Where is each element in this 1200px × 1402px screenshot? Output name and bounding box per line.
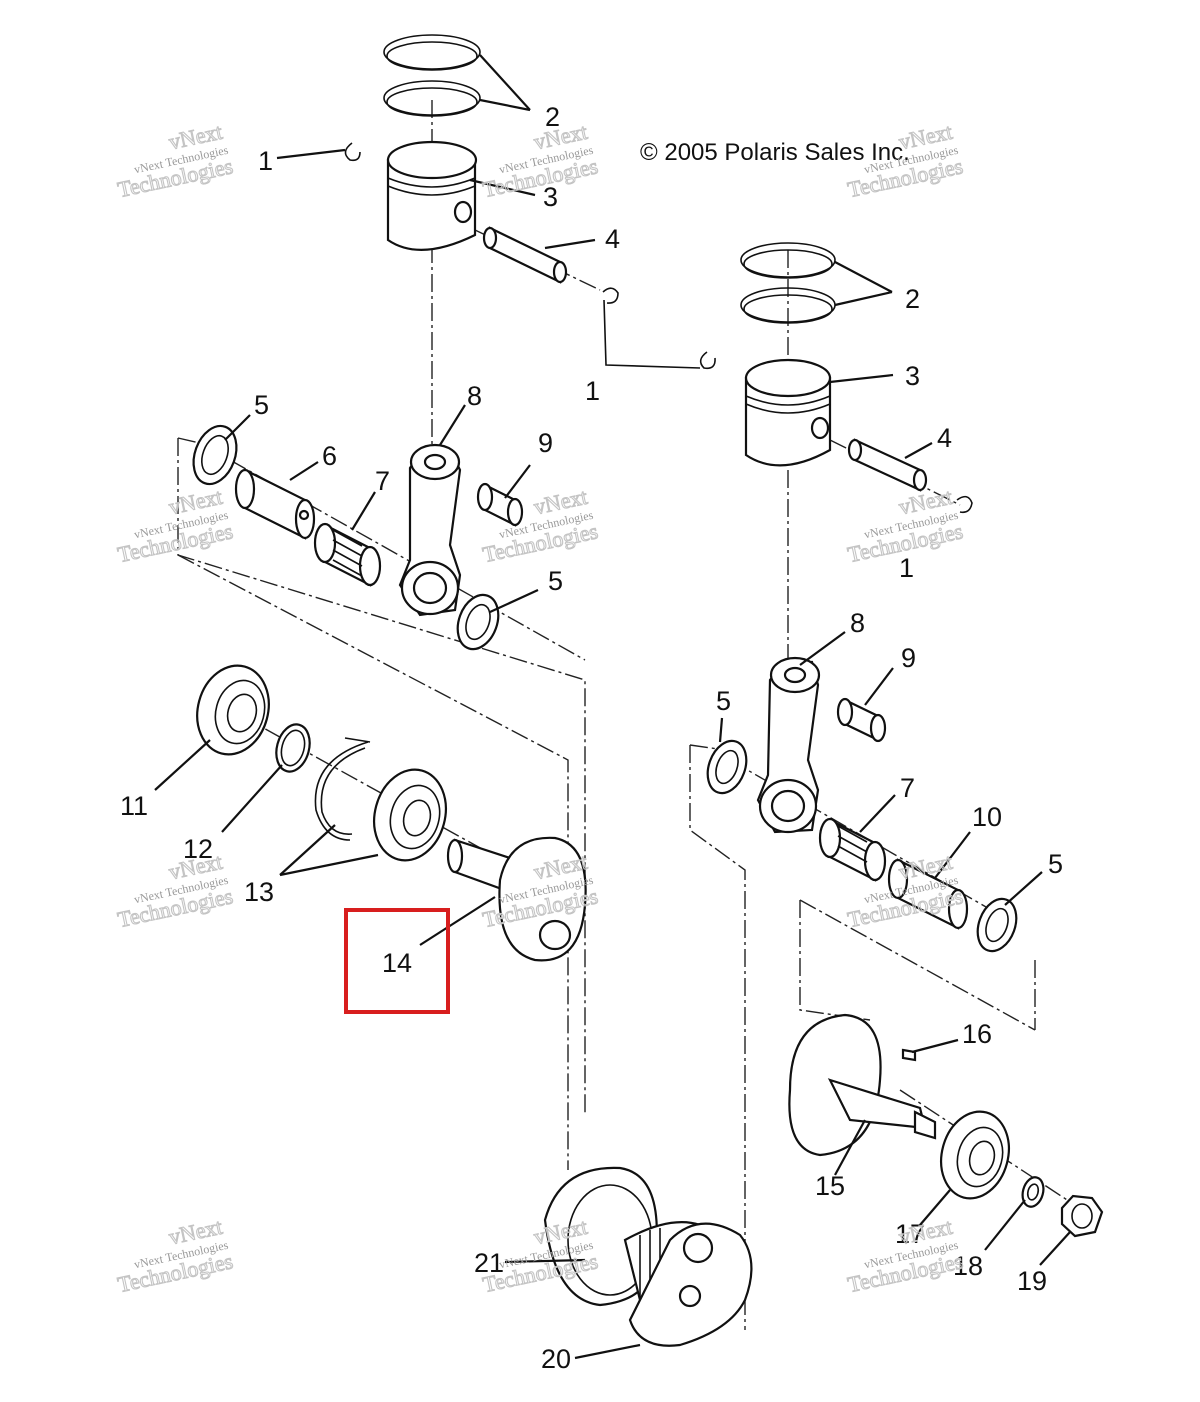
circlip-right-top: [699, 351, 716, 370]
piston-ring-left-lower: [383, 80, 481, 117]
thrust-washer-left-lower: [456, 593, 500, 651]
needle-bearing-right-small: [836, 697, 887, 743]
copyright-text: © 2005 Polaris Sales Inc.: [640, 139, 910, 166]
highlight-box: [344, 908, 450, 1014]
piston-ring-left-upper: [383, 34, 481, 71]
callout-21: 21: [474, 1248, 504, 1278]
callout-2: 2: [905, 284, 920, 314]
circlip-left-top: [344, 142, 361, 162]
callout-1: 1: [899, 553, 914, 583]
callout-13: 13: [244, 877, 274, 907]
callout-7: 7: [900, 773, 915, 803]
crankshaft-half-right: [788, 1013, 937, 1157]
callout-12: 12: [183, 834, 213, 864]
callout-1: 1: [585, 376, 600, 406]
callout-19: 19: [1017, 1266, 1047, 1296]
callout-16: 16: [962, 1019, 992, 1049]
callout-5: 5: [1048, 849, 1063, 879]
circlip-left-mid: [602, 287, 619, 304]
nut: [1060, 1194, 1104, 1238]
piston-ring-right-upper: [740, 242, 836, 279]
main-bearing-right: [940, 1110, 1010, 1200]
callout-18: 18: [953, 1251, 983, 1281]
callout-5: 5: [254, 390, 269, 420]
callout-14-highlighted: 14: [382, 948, 412, 978]
crankshaft-half-left: [446, 836, 587, 962]
callout-20: 20: [541, 1344, 571, 1374]
callout-3: 3: [905, 361, 920, 391]
callout-4: 4: [605, 224, 620, 254]
crankpin-left: [234, 468, 316, 540]
callout-9: 9: [538, 428, 553, 458]
watermark: vNext vNext Technologies Technologies: [480, 118, 601, 202]
watermark: vNext vNext Technologies Technologies: [115, 1213, 236, 1297]
callout-6: 6: [322, 441, 337, 471]
thrust-washer-right-upper: [706, 739, 748, 795]
piston-right: [744, 358, 832, 467]
circlip-right-mid: [956, 495, 973, 514]
needle-bearing-left-small: [476, 482, 524, 527]
connecting-rod-right: [756, 656, 821, 834]
retaining-ring-left: [314, 737, 371, 841]
callout-17: 17: [895, 1219, 925, 1249]
callout-3: 3: [543, 182, 558, 212]
piston-pin-left: [482, 226, 568, 284]
snap-ring-left: [275, 723, 311, 773]
piston-pin-right: [847, 438, 928, 492]
watermark: vNext vNext Technologies Technologies: [845, 1213, 966, 1297]
callout-5: 5: [716, 686, 731, 716]
callout-8: 8: [850, 608, 865, 638]
watermark: vNext vNext Technologies Technologies: [845, 483, 966, 567]
needle-bearing-right-big: [818, 817, 887, 882]
callout-11: 11: [120, 791, 148, 821]
callout-10: 10: [972, 802, 1002, 832]
callout-2: 2: [545, 102, 560, 132]
crankpin-right: [887, 858, 969, 930]
callout-9: 9: [901, 643, 916, 673]
callout-7: 7: [375, 466, 390, 496]
callout-4: 4: [937, 423, 952, 453]
callout-labels: 2 1 3 4 2 1 3 4 5 6 7 8 9 1 5 8 9 5 7 10…: [120, 102, 1063, 1374]
lock-washer: [1021, 1176, 1045, 1208]
watermark: vNext vNext Technologies Technologies: [115, 483, 236, 567]
callout-15: 15: [815, 1171, 845, 1201]
watermark: vNext vNext Technologies Technologies: [115, 848, 236, 932]
main-bearing-left: [196, 664, 270, 756]
thrust-washer-right-lower: [976, 897, 1018, 953]
woodruff-key: [901, 1048, 917, 1062]
callout-5: 5: [548, 566, 563, 596]
callout-1: 1: [258, 146, 273, 176]
crankshaft-assembly: [543, 1166, 753, 1347]
connecting-rod-left: [398, 443, 462, 617]
leader-lines: [154, 54, 1071, 1360]
callout-8: 8: [467, 381, 482, 411]
needle-bearing-left-big: [313, 522, 382, 587]
piston-left: [386, 140, 478, 251]
main-bearing-left-inner: [373, 768, 447, 862]
watermark: vNext vNext Technologies Technologies: [115, 118, 236, 202]
